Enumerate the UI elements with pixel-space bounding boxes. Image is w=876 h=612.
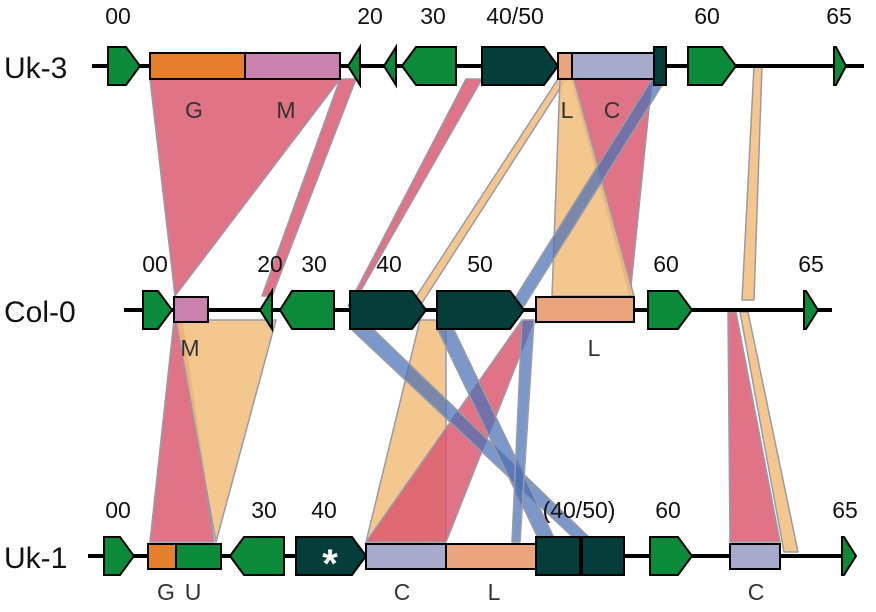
track-name-uk-1: Uk-1 [4,542,67,575]
gene-arrow [400,46,457,86]
gene-arrow [107,46,142,86]
position-label: 40 [311,497,337,523]
block-l [535,296,635,323]
block-m [244,52,341,80]
position-label: 65 [826,3,852,29]
gene-arrow [349,290,428,330]
gene-arrow [346,43,361,89]
segment-label: L [561,97,574,123]
position-label: 30 [420,3,446,29]
gene-block [581,536,625,576]
gene-arrow [228,536,285,576]
segment-label: G [157,579,175,605]
link-uk3-61-to-col0-61 [741,65,763,301]
position-label: 30 [251,497,277,523]
position-label: 60 [655,497,681,523]
position-label: 40/50 [486,3,544,29]
gene-arrow [142,290,174,330]
segment-label: L [588,335,601,361]
gene-block [653,46,667,86]
gene-arrow [103,536,136,576]
track-uk-3: Uk-3 00 20 30 40/50 60 65 G M L C [4,3,864,123]
gene-arrow [803,290,820,330]
block-u [175,543,222,570]
segment-label: U [185,579,202,605]
position-label: 20 [257,251,283,277]
position-label: 65 [798,251,824,277]
segment-label: C [748,579,765,605]
segment-label: L [488,579,501,605]
marker-star: * [322,542,338,586]
gene-arrow [295,536,368,576]
gene-arrow [481,46,560,86]
block-l [557,52,573,80]
track-name-col-0: Col-0 [4,296,76,329]
segment-label: M [180,335,199,361]
position-label: 20 [357,3,383,29]
block-c [729,543,781,570]
segment-label: C [394,579,411,605]
gene-arrow [258,287,273,333]
position-label: 60 [694,3,720,29]
gene-arrow [687,46,738,86]
block-g [149,52,246,80]
gene-arrow [841,536,858,576]
segment-label: C [604,97,621,123]
gene-arrow [382,43,397,89]
track-uk-1: * Uk-1 00 30 40 (40/50) 60 65 G U C L C [4,497,858,605]
position-label: 00 [142,251,168,277]
gene-arrow [278,290,335,330]
block-g [147,543,177,570]
position-label: 30 [301,251,327,277]
gene-arrow [647,290,694,330]
position-label: 50 [467,251,493,277]
block-l [445,543,537,570]
track-name-uk-3: Uk-3 [4,52,67,85]
position-label: 40 [376,251,402,277]
segment-label: M [276,97,295,123]
gene-block [535,536,581,576]
gene-arrow [436,290,526,330]
link-col0-l-to-uk1-4050 [511,319,535,543]
position-label: (40/50) [543,497,616,523]
gene-arrow [833,46,848,86]
position-label: 60 [653,251,679,277]
link-col0-m-to-uk1-u [175,319,277,543]
block-m [173,296,209,323]
link-uk3-40-to-col0-40 [347,78,483,307]
gene-arrow [649,536,694,576]
track-col-0: Col-0 00 20 30 40 50 60 65 M L [4,251,832,361]
segment-label: G [185,97,203,123]
block-c [365,543,447,570]
position-label: 00 [105,3,131,29]
position-label: 65 [832,497,858,523]
position-label: 00 [105,497,131,523]
block-c [571,52,655,80]
